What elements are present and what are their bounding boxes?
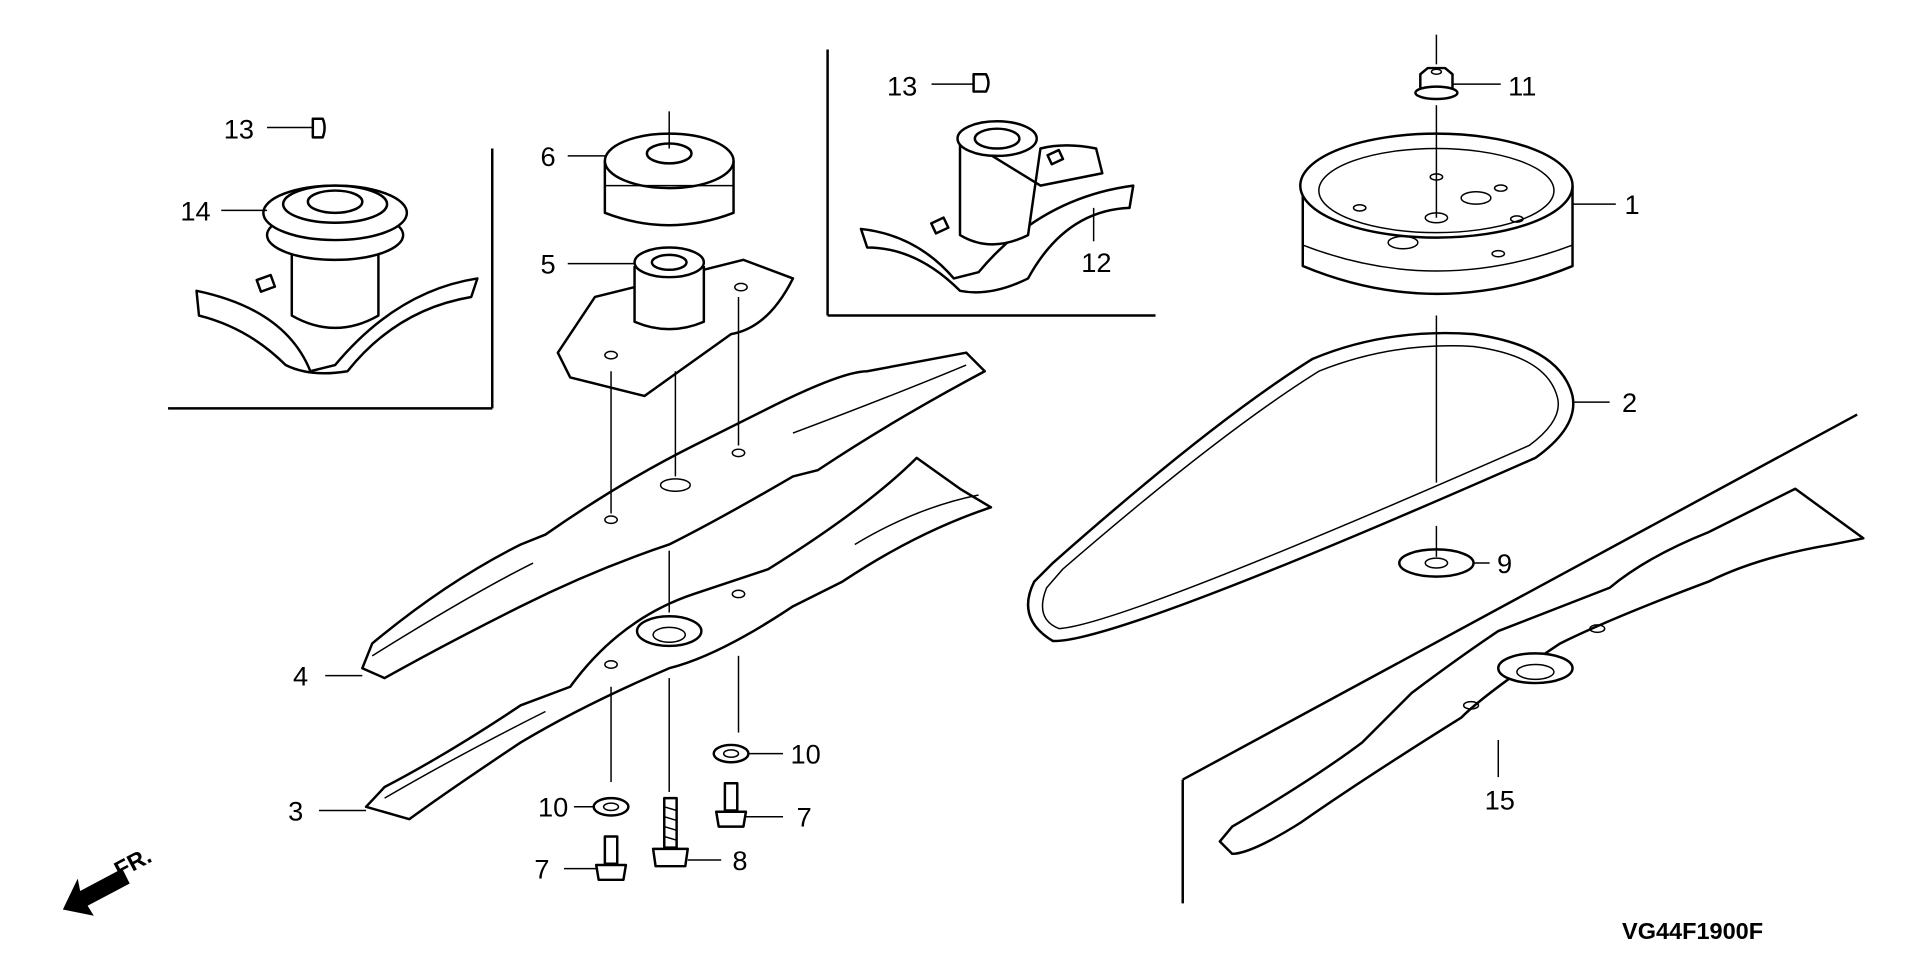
inset-frame-left [168, 148, 494, 410]
callout-2: 2 [1622, 387, 1637, 418]
callout-13-left: 13 [224, 114, 254, 145]
diagram-code: VG44F1900F [1622, 918, 1763, 944]
blade-adapter-5 [556, 246, 795, 398]
callout-4: 4 [293, 661, 308, 692]
v-belt-2 [1026, 331, 1575, 643]
blade-adapter-12 [859, 120, 1135, 294]
bolt-8 [651, 796, 690, 868]
washer-10-left [592, 796, 630, 817]
key-icon-left [311, 117, 326, 139]
callout-14: 14 [180, 195, 210, 226]
blade-adapter-with-pulley [195, 184, 479, 375]
blade-15 [1218, 487, 1865, 856]
flange-nut-11 [1414, 34, 1459, 101]
callout-5: 5 [541, 248, 556, 279]
callout-7-left: 7 [534, 854, 549, 885]
front-direction-arrow-icon: FR. [62, 842, 156, 916]
bolt-7-right [714, 782, 748, 828]
bolt-7-left [594, 835, 628, 882]
key-icon-middle [972, 73, 990, 93]
inset-frame-right [1181, 413, 1858, 904]
callout-7-right: 7 [797, 802, 812, 833]
callout-12: 12 [1081, 247, 1111, 278]
washer-9 [1398, 525, 1475, 578]
callout-11: 11 [1508, 70, 1536, 101]
callout-10-left: 10 [538, 792, 568, 823]
inset-frame-middle [826, 49, 1156, 317]
callout-8: 8 [732, 845, 747, 876]
callout-13-middle: 13 [887, 70, 917, 101]
washer-10-right [712, 743, 750, 764]
callout-6: 6 [541, 141, 556, 172]
callout-3: 3 [288, 795, 303, 826]
blade-3 [364, 456, 993, 821]
leader-lines [221, 83, 1616, 870]
callout-15: 15 [1485, 784, 1515, 815]
blade-4 [361, 296, 986, 680]
driven-pulley-1 [1299, 105, 1574, 296]
callout-9: 9 [1497, 548, 1512, 579]
pulley-6 [603, 111, 735, 227]
callout-1: 1 [1624, 189, 1639, 220]
callout-10-right: 10 [790, 738, 820, 769]
